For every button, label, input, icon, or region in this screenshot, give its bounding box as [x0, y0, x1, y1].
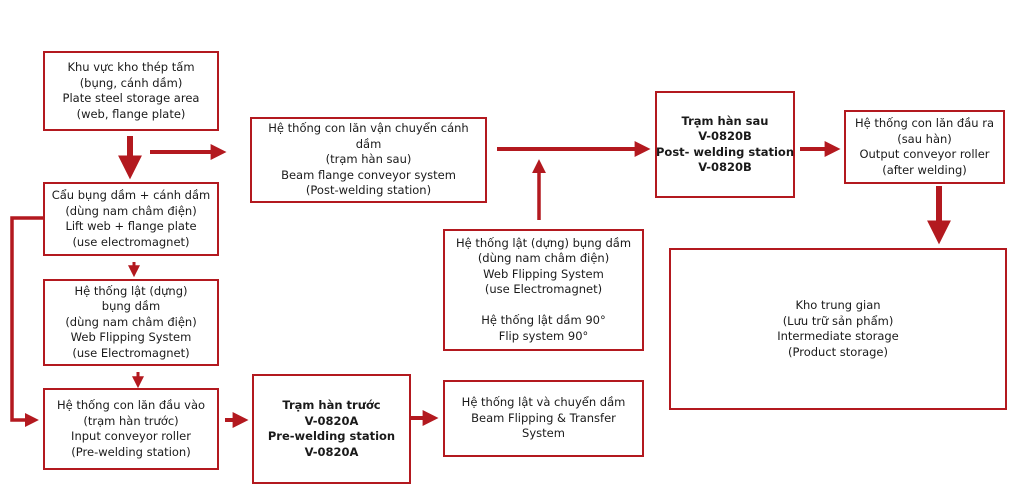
- node-text-line: Intermediate storage: [777, 329, 899, 343]
- node-text-line: (after welding): [882, 162, 967, 177]
- node-text-line: V-0820A: [304, 444, 359, 459]
- node-text-line: Plate steel storage area: [62, 91, 200, 105]
- node-text-line: Trạm hàn sau: [681, 113, 769, 128]
- box-lift-web-flange: Cẩu bụng dầm + cánh dầm(dùng nam châm đi…: [43, 182, 219, 256]
- node-text-line: Hệ thống con lăn đầu vào: [56, 398, 206, 412]
- node-text-line: dầm: [355, 136, 382, 151]
- node-text-line: Beam flange conveyor system: [281, 167, 456, 182]
- node-text-line: bụng dầm: [101, 299, 161, 314]
- node-text-line: (Pre-welding station): [71, 444, 191, 459]
- node-text-line: (Lưu trữ sản phẩm): [782, 313, 894, 328]
- node-text-line: Hệ thống lật dầm 90°: [481, 313, 606, 328]
- node-text-line: V-0820A: [304, 413, 359, 428]
- node-text-line: Hệ thống lật và chuyển dầm: [461, 395, 626, 410]
- node-text-line: Pre-welding station: [267, 429, 396, 443]
- box-input-conveyor-roller: Hệ thống con lăn đầu vào(trạm hàn trước)…: [43, 388, 219, 470]
- node-text-line: Lift web + flange plate: [65, 219, 197, 233]
- node-text-line: Hệ thống lật (dựng) bụng dầm: [455, 235, 632, 250]
- node-text-line: (sau hàn): [897, 131, 952, 146]
- node-text-line: Web Flipping System: [483, 266, 604, 281]
- node-text-line: Flip system 90°: [498, 328, 589, 343]
- node-text-line: Hệ thống lật (dựng): [74, 283, 188, 298]
- node-text-line: Trạm hàn trước: [282, 398, 381, 412]
- box-output-conveyor-roller: Hệ thống con lăn đầu ra(sau hàn)Output c…: [844, 110, 1005, 184]
- node-text-line: (use Electromagnet): [484, 282, 603, 297]
- node-text-line: V-0820B: [698, 129, 752, 143]
- node-text-line: Kho trung gian: [795, 298, 881, 312]
- node-text-line: (trạm hàn sau): [325, 152, 412, 167]
- node-text-line: (trạm hàn trước): [83, 413, 179, 428]
- node-text-line: (use Electromagnet): [72, 345, 190, 360]
- box-intermediate-storage: Kho trung gian(Lưu trữ sản phẩm)Intermed…: [669, 248, 1007, 410]
- node-text-line: (Product storage): [788, 344, 888, 359]
- node-text-line: (dùng nam châm điện): [65, 314, 197, 329]
- node-text-line: Beam Flipping & Transfer: [471, 410, 616, 425]
- arrow-lift-to-input-roller: [10, 216, 44, 427]
- node-text-line: (use electromagnet): [72, 234, 190, 249]
- box-web-flipping-system-2: Hệ thống lật (dựng) bụng dầm(dùng nam ch…: [443, 229, 644, 351]
- box-web-flipping-system-1: Hệ thống lật (dựng)bụng dầm(dùng nam châ…: [43, 279, 219, 366]
- node-text-line: V-0820B: [698, 160, 752, 174]
- node-text-line: Output conveyor roller: [859, 147, 990, 161]
- node-text-line: Hệ thống con lăn vận chuyển cánh: [268, 121, 469, 136]
- node-text-line: (dùng nam châm điện): [477, 251, 610, 266]
- node-text-line: Web Flipping System: [70, 330, 192, 345]
- node-text-line: System: [522, 426, 565, 441]
- node-text-line: Post- welding station: [655, 144, 795, 159]
- node-text-line: (dùng nam châm điện): [65, 203, 197, 218]
- node-text-line: Khu vực kho thép tấm: [67, 60, 195, 74]
- box-storage-area: Khu vực kho thép tấm(bụng, cánh dầm)Plat…: [43, 51, 219, 131]
- node-text-line: (bụng, cánh dầm): [79, 75, 183, 90]
- node-text-line: Hệ thống con lăn đầu ra: [854, 116, 994, 130]
- node-text-line: Cẩu bụng dầm + cánh dầm: [51, 188, 211, 202]
- node-text-line: Input conveyor roller: [71, 429, 191, 443]
- node-text-line: (Post-welding station): [305, 183, 432, 198]
- node-text-line: (web, flange plate): [76, 106, 186, 121]
